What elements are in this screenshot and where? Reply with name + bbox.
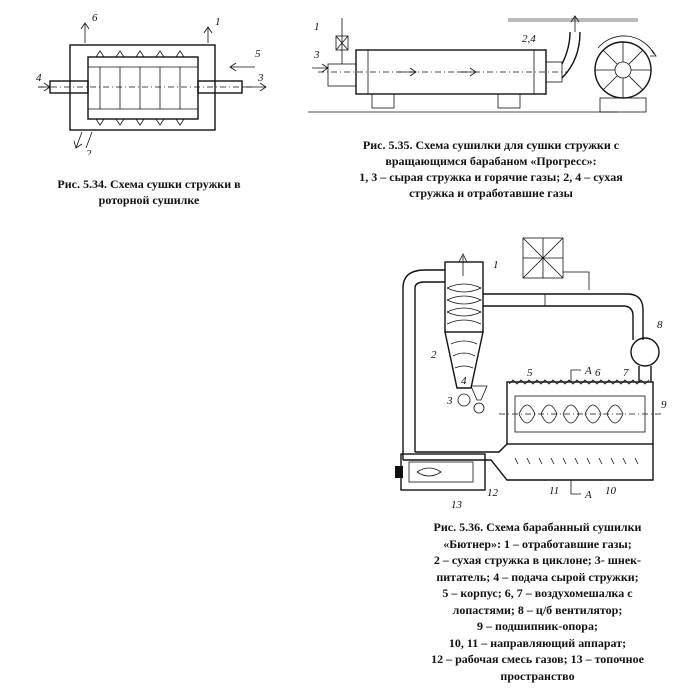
fig534-label-6: 6 xyxy=(92,12,98,24)
fig535-label-2-4: 2,4 xyxy=(522,33,536,45)
fig534-label-4: 4 xyxy=(36,72,42,84)
fig536-label-11: 11 xyxy=(549,485,559,497)
fig536-caption-line3: 2 – сухая стружка в циклоне; 3- шнек- xyxy=(433,553,642,567)
fig536-caption-line4: питатель; 4 – подача сырой стружки; xyxy=(436,569,639,584)
fig536-label-section-a-bottom: А xyxy=(584,489,592,501)
fig536-caption-line8: 10, 11 – направляющий аппарат; xyxy=(448,635,627,650)
fig535-label-3: 3 xyxy=(313,49,320,61)
fig536-label-6: 6 xyxy=(595,367,601,379)
fig534-label-3: 3 xyxy=(257,72,264,84)
fig535-caption-line3: 1, 3 – сырая стружка и горячие газы; 2, … xyxy=(359,170,623,184)
fig536-caption-line1: Рис. 5.36. Схема барабанный сушилки xyxy=(433,520,642,534)
fig536-label-section-a-top: А xyxy=(584,365,592,377)
fig535-caption-line2: вращающимся барабаном «Прогресс»: xyxy=(385,154,597,168)
figure-5-36-buttner-drum-dryer-diagram: 1 2 3 4 5 6 7 8 9 10 11 12 13 А А xyxy=(395,237,667,511)
fig536-caption-line6: лопастями; 8 – ц/б вентилятор; xyxy=(452,602,623,617)
fig536-label-13: 13 xyxy=(451,499,463,511)
fig536-caption-line9: 12 – рабочая смесь газов; 13 – топочное xyxy=(431,652,644,666)
fig536-caption-line7: 9 – подшипник-опора; xyxy=(477,619,598,633)
fig535-caption-line1: Рис. 5.35. Схема сушилки для сушки струж… xyxy=(362,138,620,152)
fig536-label-2: 2 xyxy=(431,349,437,361)
fig536-label-1: 1 xyxy=(493,259,499,271)
fig536-caption: Рис. 5.36. Схема барабанный сушилки «Бют… xyxy=(400,519,675,684)
fig536-label-7: 7 xyxy=(623,367,629,379)
fig536-caption-line5: 5 – корпус; 6, 7 – воздухомешалка с xyxy=(442,586,633,600)
fig536-label-4: 4 xyxy=(461,375,467,387)
fig536-label-9: 9 xyxy=(661,399,667,411)
fig534-caption-line2: роторной сушилке xyxy=(98,193,200,207)
fig536-label-12: 12 xyxy=(487,487,499,499)
fig536-label-10: 10 xyxy=(605,485,617,497)
fig534-label-5: 5 xyxy=(255,48,261,60)
fig536-label-8: 8 xyxy=(657,319,663,331)
fig535-label-1: 1 xyxy=(314,21,320,33)
fig536-caption-line2: «Бютнер»: 1 – отработавшие газы; xyxy=(443,536,632,551)
fig534-caption-line1: Рис. 5.34. Схема сушки стружки в xyxy=(57,177,241,191)
fig536-label-3: 3 xyxy=(446,395,453,407)
fig536-label-5: 5 xyxy=(527,367,533,379)
fig534-caption: Рис. 5.34. Схема сушки стружки в роторно… xyxy=(14,176,284,208)
figure-5-35-progress-drum-diagram: 1 3 2,4 xyxy=(308,15,657,113)
fig534-label-1: 1 xyxy=(215,16,221,28)
figure-5-34-rotor-dryer-diagram: 6 1 5 4 3 2 xyxy=(36,12,267,155)
fig536-caption-line10: пространство xyxy=(500,668,575,683)
fig535-caption: Рис. 5.35. Схема сушилки для сушки струж… xyxy=(306,137,676,201)
fig535-caption-line4: стружка и отработавшие газы xyxy=(409,186,573,200)
fig534-label-2: 2 xyxy=(86,148,92,155)
